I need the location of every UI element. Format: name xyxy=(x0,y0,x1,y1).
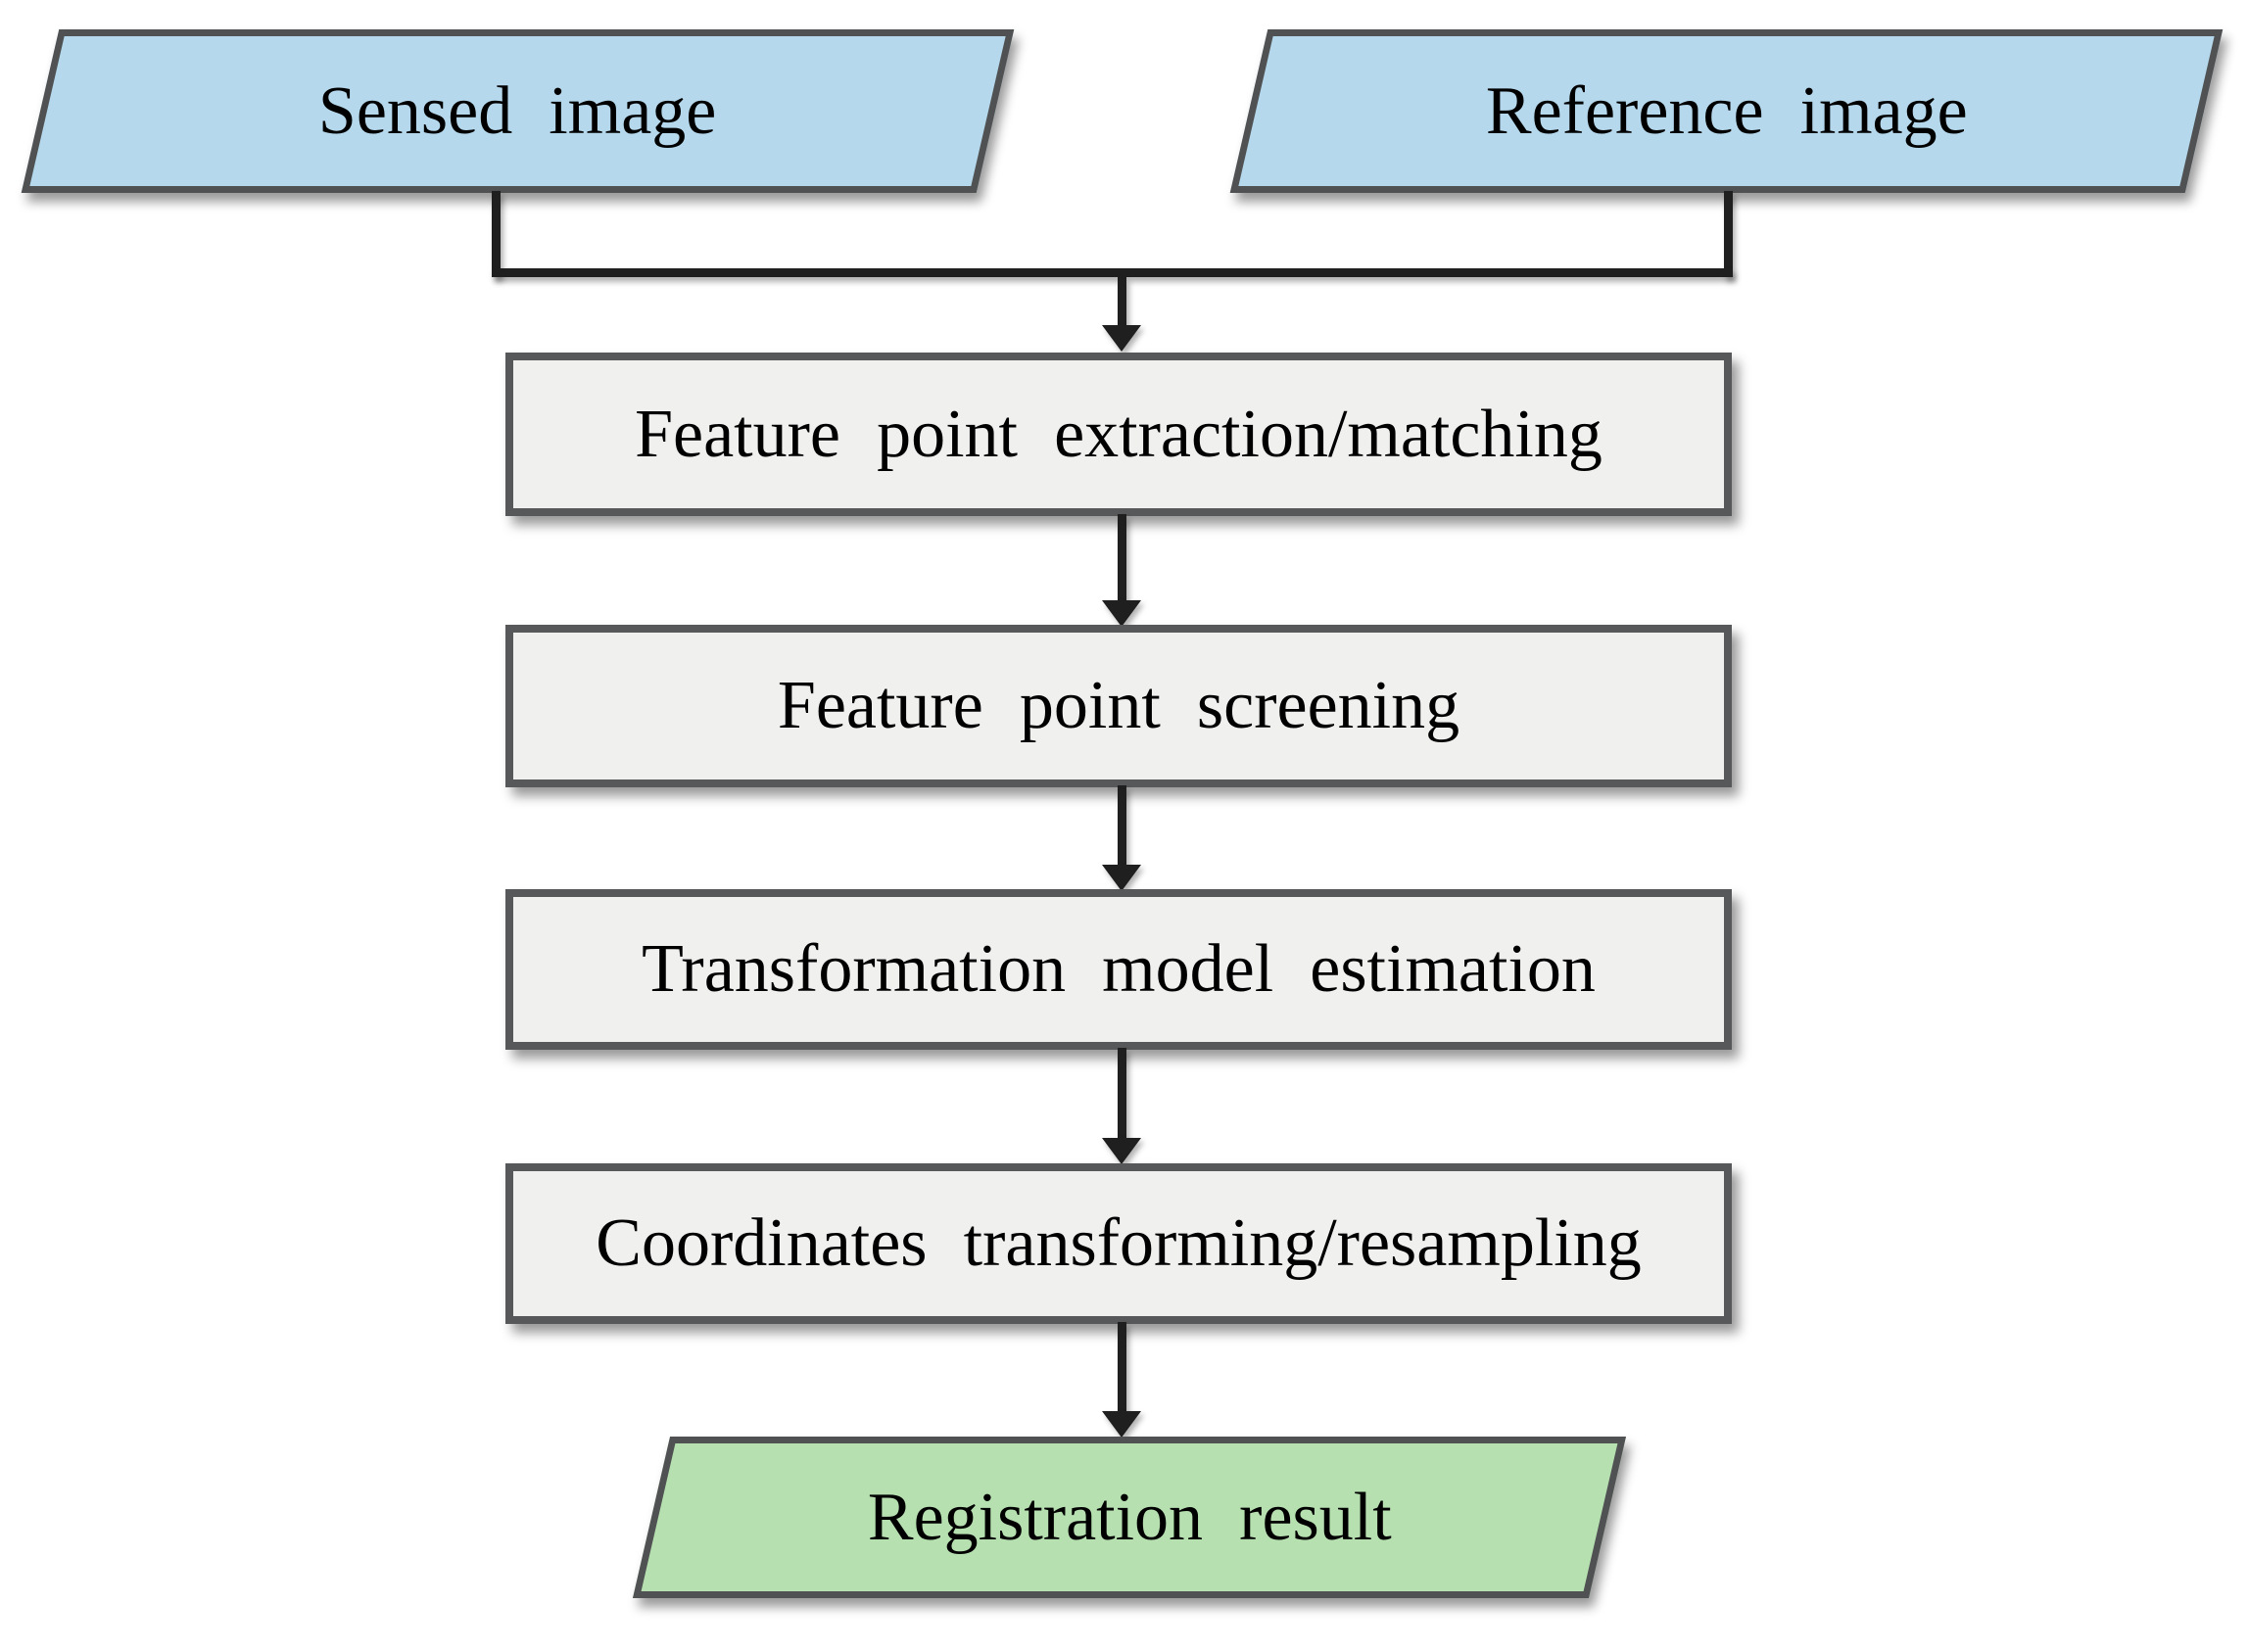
arrow-step1-to-step2-stem xyxy=(1118,514,1126,601)
arrow-down-icon xyxy=(1102,865,1141,891)
node-label: Feature point screening xyxy=(777,668,1460,743)
flowchart-node-feature-point-screening: Feature point screening xyxy=(505,625,1732,787)
arrow-down-icon xyxy=(1102,600,1141,627)
connector-merge-horizontal-line xyxy=(492,268,1733,277)
connector-sensed-drop-line xyxy=(492,191,501,277)
flowchart-node-feature-point-extraction-matching: Feature point extraction/matching xyxy=(505,353,1732,516)
node-label: Registration result xyxy=(867,1479,1392,1555)
arrow-step3-to-step4-stem xyxy=(1118,1048,1126,1139)
arrow-step4-to-result-stem xyxy=(1118,1322,1126,1412)
flowchart-node-sensed-image: Sensed image xyxy=(21,29,1015,193)
node-label: Feature point extraction/matching xyxy=(635,396,1602,472)
arrow-down-icon xyxy=(1102,325,1141,352)
node-label: Sensed image xyxy=(318,72,717,149)
arrow-down-icon xyxy=(1102,1138,1141,1164)
flowchart-node-transformation-model-estimation: Transformation model estimation xyxy=(505,889,1732,1050)
arrow-down-icon xyxy=(1102,1411,1141,1438)
flowchart-node-coordinates-transforming-resampling: Coordinates transforming/resampling xyxy=(505,1163,1732,1324)
connector-reference-drop-line xyxy=(1724,191,1733,277)
flowchart-node-registration-result: Registration result xyxy=(632,1437,1627,1598)
arrow-merge-to-step1-stem xyxy=(1118,277,1126,326)
node-label: Transformation model estimation xyxy=(642,931,1596,1007)
node-label: Coordinates transforming/resampling xyxy=(596,1205,1642,1281)
flowchart-node-reference-image: Reference image xyxy=(1229,29,2224,193)
arrow-step2-to-step3-stem xyxy=(1118,785,1126,866)
node-label: Reference image xyxy=(1485,72,1968,149)
